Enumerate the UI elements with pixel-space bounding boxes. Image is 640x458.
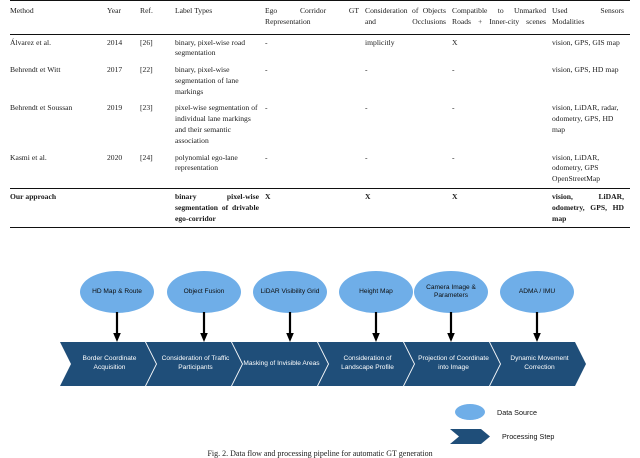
cell-label-types: polynomial ego-lane representation — [175, 152, 238, 173]
legend-item-processing-step: Processing Step — [450, 429, 554, 444]
cell-label-types: binary pixel-wise segmentation of drivab… — [175, 191, 259, 223]
cell-ego-corridor: - — [265, 103, 268, 113]
table-row: Behrendt et Witt 2017 [22] binary, pixel… — [10, 62, 630, 100]
column-header-ego-corridor-gt: Ego Corridor GT Representation — [265, 6, 359, 26]
cell-objects-occlusions: - — [365, 152, 368, 162]
cell-unmarked-roads: - — [452, 65, 455, 75]
cell-label-types: binary, pixel-wise segmentation of lane … — [175, 65, 239, 96]
cell-year: 2014 — [107, 37, 123, 47]
cell-ref: [24] — [140, 152, 153, 162]
cell-unmarked-roads: X — [452, 191, 458, 201]
cell-label-types: binary, pixel-wise road segmentation — [175, 37, 246, 58]
cell-objects-occlusions: implicitly — [365, 37, 395, 47]
processing-step-projection-of-coordinate-into-image: Projection of Coordinate into Image — [404, 342, 500, 386]
legend-label-processing-step: Processing Step — [502, 432, 555, 441]
cell-sensors: vision, LiDAR, odometry, GPS, HD map — [552, 191, 624, 223]
table-header-row: Method Year Ref. Label Types Ego Corrido… — [10, 0, 630, 35]
arrow-down-icon — [113, 312, 121, 342]
cell-ref — [140, 188, 175, 227]
processing-step-dynamic-movement-correction: Dynamic Movement Correction — [490, 342, 586, 386]
cell-sensors: vision, GPS, HD map — [552, 65, 619, 75]
processing-step-label: Dynamic Movement Correction — [510, 355, 569, 371]
cell-label-types: pixel-wise segmentation of individual la… — [175, 103, 258, 145]
arrow-down-icon — [286, 312, 294, 342]
cell-method: Behrendt et Soussan — [10, 103, 73, 113]
table-row: Behrendt et Soussan 2019 [23] pixel-wise… — [10, 100, 630, 149]
arrow-down-icon — [447, 312, 455, 342]
table-header: Method Year Ref. Label Types Ego Corrido… — [10, 0, 630, 35]
diagram-legend: Data Source Processing Step — [455, 404, 630, 446]
cell-unmarked-roads: - — [452, 152, 455, 162]
data-source-label: Camera Image & Parameters — [426, 283, 476, 299]
cell-ref: [26] — [140, 37, 153, 47]
cell-ego-corridor: - — [265, 152, 268, 162]
column-header-objects-occlusions: Consideration of Objects and Occlusions — [365, 6, 446, 26]
figure-caption: Fig. 2. Data flow and processing pipelin… — [207, 449, 433, 458]
processing-step-consideration-of-landscape-profile: Consideration of Landscape Profile — [318, 342, 414, 386]
cell-year — [107, 188, 140, 227]
cell-ego-corridor: X — [265, 191, 271, 201]
cell-ref: [23] — [140, 103, 153, 113]
cell-ego-corridor: - — [265, 37, 268, 47]
comparison-table-element: Method Year Ref. Label Types Ego Corrido… — [10, 0, 630, 228]
data-source-node-lidar-visibility-grid: LiDAR Visibility Grid — [253, 271, 327, 313]
cell-sensors: vision, LiDAR, odometry, GPS OpenStreetM… — [552, 152, 601, 184]
cell-method: Our approach — [10, 191, 57, 201]
cell-objects-occlusions: X — [365, 191, 371, 201]
cell-unmarked-roads: - — [452, 103, 455, 113]
cell-ego-corridor: - — [265, 65, 268, 75]
cell-year: 2019 — [107, 103, 123, 113]
cell-method: Behrendt et Witt — [10, 65, 61, 75]
data-source-node-adma-imu: ADMA / IMU — [500, 271, 574, 313]
table-row: Álvarez et al. 2014 [26] binary, pixel-w… — [10, 34, 630, 62]
data-source-label: ADMA / IMU — [518, 287, 556, 295]
data-source-node-height-map: Height Map — [339, 271, 413, 313]
processing-step-label: Border Coordinate Acquisition — [82, 355, 137, 371]
cell-year: 2017 — [107, 65, 123, 75]
cell-sensors: vision, LiDAR, radar, odometry, GPS, HD … — [552, 103, 619, 135]
cell-objects-occlusions: - — [365, 65, 368, 75]
data-source-node-hd-map-route: HD Map & Route — [80, 271, 154, 313]
processing-step-consideration-of-traffic-participants: Consideration of Traffic Participants — [146, 342, 242, 386]
cell-sensors: vision, GPS, GIS map — [552, 37, 620, 47]
data-source-label: LiDAR Visibility Grid — [260, 287, 320, 295]
processing-step-label: Masking of Invisible Areas — [243, 359, 320, 367]
processing-step-label: Consideration of Traffic Participants — [161, 355, 230, 371]
cell-ref: [22] — [140, 65, 153, 75]
data-source-swatch-icon — [455, 404, 485, 420]
table-row: Kasmi et al. 2020 [24] polynomial ego-la… — [10, 150, 630, 189]
table-row-our-approach: Our approach binary pixel-wise segmentat… — [10, 188, 630, 228]
cell-objects-occlusions: - — [365, 103, 368, 113]
data-source-label: Object Fusion — [183, 287, 225, 295]
column-header-label-types: Label Types — [175, 6, 213, 15]
processing-step-label: Consideration of Landscape Profile — [341, 355, 394, 371]
cell-method: Kasmi et al. — [10, 152, 47, 162]
cell-year: 2020 — [107, 152, 123, 162]
related-work-comparison-table: Method Year Ref. Label Types Ego Corrido… — [10, 0, 630, 228]
cell-method: Álvarez et al. — [10, 37, 51, 47]
pipeline-diagram: HD Map & Route Object Fusion LiDAR Visib… — [0, 258, 640, 458]
column-header-method: Method — [10, 6, 34, 15]
column-header-unmarked-roads: Compatible to Unmarked Roads + Inner-cit… — [452, 6, 546, 26]
processing-step-swatch-icon — [450, 429, 490, 444]
data-source-node-camera-image-parameters: Camera Image & Parameters — [414, 271, 488, 313]
data-source-label: HD Map & Route — [92, 287, 142, 295]
data-source-label: Height Map — [359, 287, 393, 295]
arrow-down-icon — [200, 312, 208, 342]
processing-step-border-coordinate-acquisition: Border Coordinate Acquisition — [60, 342, 156, 386]
processing-step-label: Projection of Coordinate into Image — [418, 355, 489, 371]
table-body: Álvarez et al. 2014 [26] binary, pixel-w… — [10, 34, 630, 228]
cell-unmarked-roads: X — [452, 37, 458, 47]
column-header-used-sensors: Used Sensors Modalities — [552, 6, 624, 26]
legend-item-data-source: Data Source — [455, 404, 537, 420]
column-header-ref: Ref. — [140, 6, 153, 15]
column-header-year: Year — [107, 6, 121, 15]
arrow-down-icon — [533, 312, 541, 342]
processing-step-masking-of-invisible-areas: Masking of Invisible Areas — [232, 342, 328, 386]
legend-label-data-source: Data Source — [497, 407, 537, 417]
arrow-down-icon — [372, 312, 380, 342]
data-source-node-object-fusion: Object Fusion — [167, 271, 241, 313]
